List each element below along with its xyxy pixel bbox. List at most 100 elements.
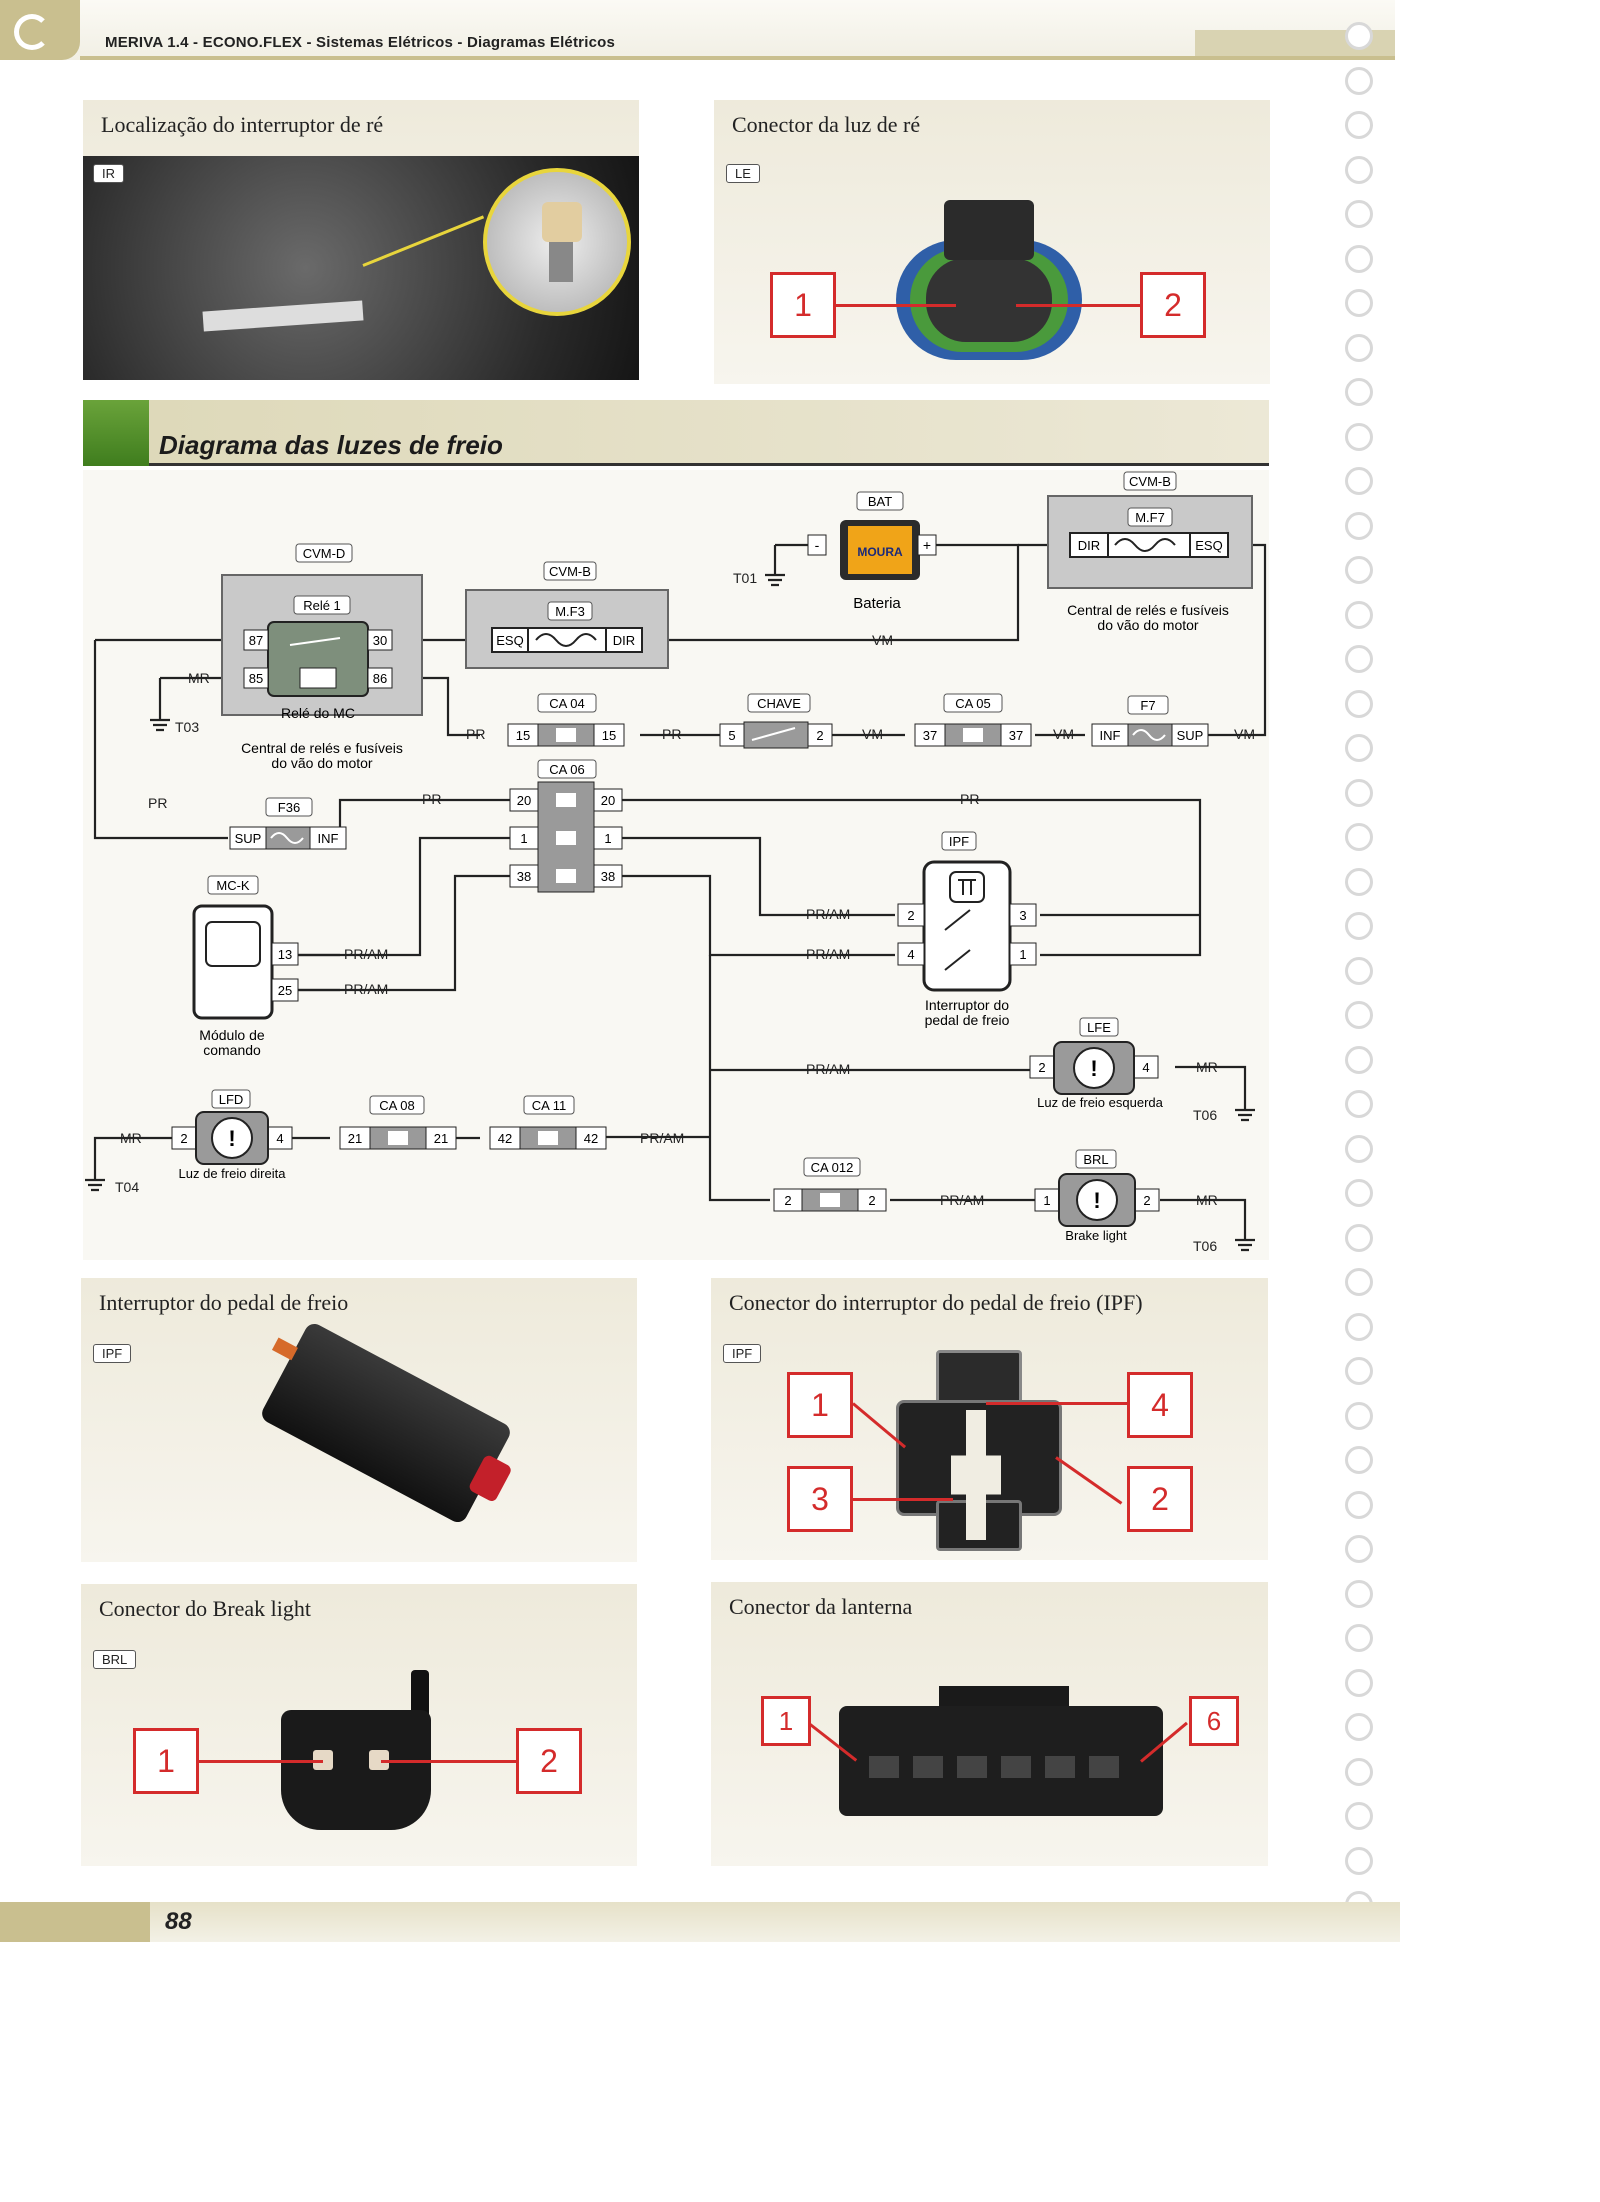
svg-text:PR: PR <box>148 795 167 811</box>
pin-label-6: 6 <box>1189 1696 1239 1746</box>
svg-text:2: 2 <box>816 728 823 743</box>
brl-connector-icon <box>281 1670 441 1834</box>
corner-logo-icon <box>0 0 80 60</box>
svg-text:20: 20 <box>601 793 615 808</box>
svg-text:37: 37 <box>1009 728 1023 743</box>
svg-text:-: - <box>815 537 820 553</box>
binding-ring-icon <box>1345 22 1373 50</box>
svg-text:PR/AM: PR/AM <box>940 1192 984 1208</box>
svg-text:4: 4 <box>276 1131 283 1146</box>
svg-text:85: 85 <box>249 671 263 686</box>
binding-ring-icon <box>1345 867 1373 896</box>
svg-text:CVM-B: CVM-B <box>549 564 591 579</box>
ipf-connector-icon <box>896 1350 1062 1551</box>
svg-text:CA 04: CA 04 <box>549 696 584 711</box>
binding-ring-icon <box>1345 1846 1373 1875</box>
binding-ring-icon <box>1345 511 1373 540</box>
svg-text:1: 1 <box>1043 1193 1050 1208</box>
binding-ring-icon <box>1345 1001 1373 1029</box>
svg-text:ESQ: ESQ <box>496 633 523 648</box>
svg-text:38: 38 <box>601 869 615 884</box>
binding-ring-icon <box>1345 1045 1373 1074</box>
svg-text:20: 20 <box>517 793 531 808</box>
binding-ring-icon <box>1345 1223 1373 1252</box>
svg-text:+: + <box>923 537 931 553</box>
badge-brl: BRL <box>93 1650 137 1669</box>
svg-text:do vão do motor: do vão do motor <box>1097 617 1199 633</box>
svg-text:4: 4 <box>907 947 914 962</box>
svg-text:2: 2 <box>907 908 914 923</box>
svg-text:PR/AM: PR/AM <box>806 906 850 922</box>
svg-text:1: 1 <box>520 831 527 846</box>
svg-text:Interruptor do: Interruptor do <box>925 997 1009 1013</box>
svg-text:CA 06: CA 06 <box>549 762 584 777</box>
lanterna-connector-icon <box>839 1686 1163 1816</box>
binding-ring-icon <box>1345 244 1373 273</box>
svg-text:Luz de freio direita: Luz de freio direita <box>179 1166 287 1181</box>
panel-conector-break-light: Conector do Break light BRL 1 2 <box>81 1584 637 1866</box>
panel-title: Conector da luz de ré <box>732 112 921 137</box>
binding-ring-icon <box>1345 1446 1373 1474</box>
binding-ring-icon <box>1345 1179 1373 1207</box>
wire-labels: MR VM PR PR VM VM VM PR PR PR PR/AM PR/A… <box>120 632 1255 1208</box>
svg-text:38: 38 <box>517 869 531 884</box>
panel-title: Localização do interruptor de ré <box>101 112 384 137</box>
binding-ring-icon <box>1345 1357 1373 1385</box>
binding-ring-icon <box>1345 1535 1373 1563</box>
cvm-b-top: CVM-B M.F7 DIR ESQ Central de relés e fu… <box>1047 471 1253 633</box>
svg-text:MR: MR <box>188 670 210 686</box>
svg-text:F36: F36 <box>278 800 300 815</box>
pin-label-1: 1 <box>787 1372 853 1438</box>
svg-text:PR/AM: PR/AM <box>806 946 850 962</box>
binding-ring-icon <box>1345 600 1373 629</box>
warning-lamp-icon: ! <box>1093 1188 1100 1213</box>
binding-ring-icon <box>1345 823 1373 851</box>
panel-conector-lanterna: Conector da lanterna 1 6 <box>711 1582 1268 1866</box>
svg-text:2: 2 <box>1038 1060 1045 1075</box>
svg-text:MR: MR <box>1196 1192 1218 1208</box>
svg-text:Central de relés e fusíveis: Central de relés e fusíveis <box>1067 602 1229 618</box>
ground-t03: T03 <box>175 719 199 735</box>
pin-label-1: 1 <box>770 272 836 338</box>
panel-interruptor-re: Localização do interruptor de ré IR <box>83 100 639 380</box>
svg-text:PR/AM: PR/AM <box>344 946 388 962</box>
svg-text:M.F7: M.F7 <box>1135 510 1165 525</box>
svg-text:PR/AM: PR/AM <box>640 1130 684 1146</box>
svg-text:PR: PR <box>960 791 979 807</box>
svg-text:42: 42 <box>498 1131 512 1146</box>
binding-ring-icon <box>1345 1490 1373 1519</box>
page-number: 88 <box>165 1908 192 1935</box>
pin-label-2: 2 <box>516 1728 582 1794</box>
binding-ring-icon <box>1345 556 1373 584</box>
svg-text:VM: VM <box>862 726 883 742</box>
svg-text:2: 2 <box>1143 1193 1150 1208</box>
binding-ring-icon <box>1345 155 1373 184</box>
svg-text:PR/AM: PR/AM <box>806 1061 850 1077</box>
top-header-bar <box>0 0 1395 60</box>
binding-ring-icon <box>1345 1312 1373 1341</box>
svg-text:PR: PR <box>662 726 681 742</box>
svg-text:15: 15 <box>516 728 530 743</box>
badge-ipf: IPF <box>93 1344 132 1363</box>
binding-ring-icon <box>1345 422 1373 451</box>
svg-text:87: 87 <box>249 633 263 648</box>
pin-label-1: 1 <box>133 1728 199 1794</box>
svg-text:2: 2 <box>868 1193 875 1208</box>
svg-text:25: 25 <box>278 983 292 998</box>
svg-text:CA 11: CA 11 <box>532 1098 566 1113</box>
svg-text:CA 08: CA 08 <box>379 1098 414 1113</box>
svg-text:Bateria: Bateria <box>853 595 901 612</box>
svg-text:CA 012: CA 012 <box>811 1160 854 1175</box>
panel-title: Conector da lanterna <box>729 1594 913 1619</box>
svg-text:30: 30 <box>373 633 387 648</box>
binding-ring-icon <box>1345 1802 1373 1830</box>
ground-t06-lower: T06 <box>1193 1238 1217 1254</box>
lfd-lamp: LFD 2 4 ! Luz de freio direita <box>171 1089 293 1181</box>
binding-ring-icon <box>1345 1579 1373 1608</box>
